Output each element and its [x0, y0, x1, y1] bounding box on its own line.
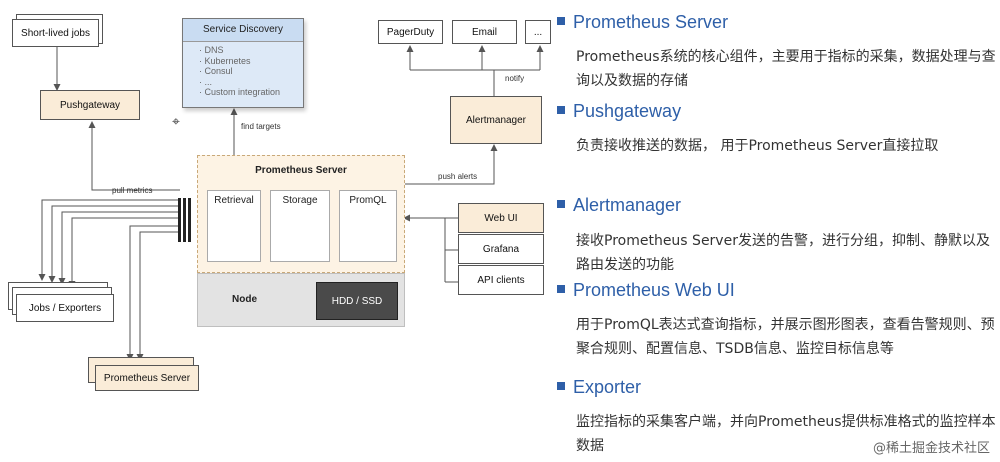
bullet-icon — [557, 200, 565, 209]
sd-item: DNS — [199, 45, 280, 56]
notify-label: notify — [505, 74, 525, 83]
sd-item: ... — [199, 77, 280, 88]
pushgateway-label: Pushgateway — [59, 99, 121, 111]
architecture-diagram: Short-lived jobs Pushgateway Service Dis… — [0, 0, 545, 462]
section-title-alertmanager: Alertmanager — [557, 195, 681, 216]
section-title-prometheus-server: Prometheus Server — [557, 12, 728, 33]
pagerduty-label: PagerDuty — [386, 26, 435, 38]
section-title-web-ui: Prometheus Web UI — [557, 280, 735, 301]
service-discovery-box: Service Discovery DNS Kubernetes Consul … — [182, 18, 304, 108]
alertmanager-box: Alertmanager — [450, 96, 542, 144]
sd-item: Custom integration — [199, 87, 281, 98]
more-targets-label: ... — [533, 26, 543, 38]
jobs-exporters-label: Jobs / Exporters — [28, 302, 102, 314]
grafana-label: Grafana — [482, 243, 520, 255]
section-desc-pushgateway: 负责接收推送的数据， 用于Prometheus Server直接拉取 — [576, 138, 939, 154]
prometheus-server-box-label: Prometheus Server — [103, 372, 191, 384]
section-desc-web-ui: 用于PromQL表达式查询指标，并展示图形图表，查看告警规则、预聚合规则、配置信… — [576, 317, 995, 357]
service-discovery-title: Service Discovery — [183, 19, 303, 42]
api-clients-box: API clients — [458, 265, 544, 295]
storage-box: Storage — [270, 190, 330, 262]
prometheus-server-container-title: Prometheus Server — [255, 165, 347, 176]
find-targets-label: find targets — [241, 122, 281, 131]
promql-box: PromQL — [339, 190, 397, 262]
retrieval-box: Retrieval — [207, 190, 261, 262]
promql-label: PromQL — [349, 195, 387, 206]
short-lived-jobs-box: Short-lived jobs — [12, 19, 99, 47]
retrieval-label: Retrieval — [214, 195, 254, 206]
hdd-ssd-label: HDD / SSD — [331, 295, 383, 307]
watermark: @稀土掘金技术社区 — [872, 441, 990, 456]
bullet-icon — [557, 382, 565, 391]
section-title-exporter: Exporter — [557, 377, 641, 398]
bullet-icon — [557, 106, 565, 115]
node-label: Node — [232, 294, 257, 305]
component-descriptions: Prometheus Server Prometheus系统的核心组件，主要用于… — [557, 0, 1000, 462]
sd-item: Consul — [199, 66, 280, 77]
section-desc-prometheus-server: Prometheus系统的核心组件，主要用于指标的采集，数据处理与查询以及数据的… — [576, 49, 996, 89]
pull-metrics-label: pull metrics — [112, 186, 153, 195]
short-lived-jobs-label: Short-lived jobs — [21, 27, 90, 39]
storage-label: Storage — [282, 195, 318, 206]
jobs-exporters-box: Jobs / Exporters — [16, 294, 114, 322]
sd-item: Kubernetes — [199, 56, 280, 67]
web-ui-label: Web UI — [484, 212, 518, 224]
alertmanager-label: Alertmanager — [465, 114, 527, 126]
bullet-icon — [557, 17, 565, 26]
web-ui-box: Web UI — [458, 203, 544, 233]
cursor-icon: ⌖ — [172, 113, 180, 129]
section-title-pushgateway: Pushgateway — [557, 101, 681, 122]
more-targets-box: ... — [525, 20, 551, 44]
email-label: Email — [471, 26, 497, 38]
service-discovery-list: DNS Kubernetes Consul ... Custom integra… — [199, 45, 281, 98]
section-desc-alertmanager: 接收Prometheus Server发送的告警，进行分组，抑制、静默以及路由发… — [576, 233, 990, 273]
grafana-box: Grafana — [458, 234, 544, 264]
bullet-icon — [557, 285, 565, 294]
api-clients-label: API clients — [477, 274, 525, 286]
prometheus-server-box: Prometheus Server — [95, 365, 199, 391]
section-desc-exporter: 监控指标的采集客户端，并向Prometheus提供标准格式的监控样本数据 — [576, 414, 996, 454]
pushgateway-box: Pushgateway — [40, 90, 140, 120]
pagerduty-box: PagerDuty — [378, 20, 443, 44]
push-alerts-label: push alerts — [438, 172, 478, 181]
hdd-ssd-box: HDD / SSD — [316, 282, 398, 320]
email-box: Email — [452, 20, 517, 44]
